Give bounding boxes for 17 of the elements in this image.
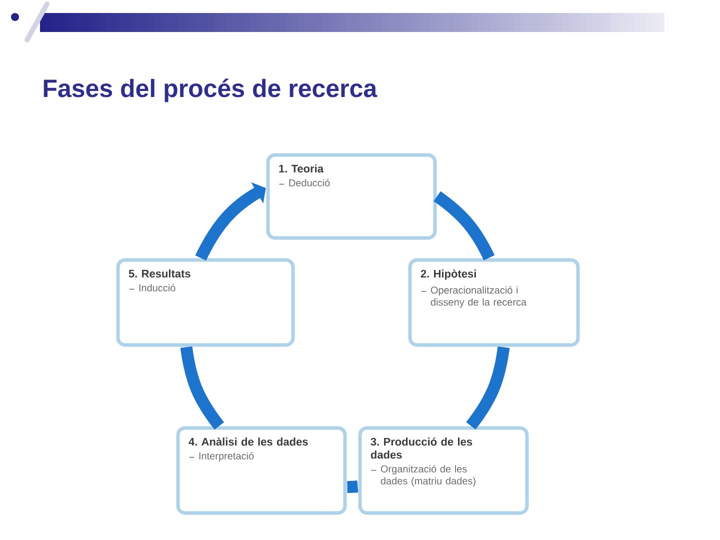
phase-note: Inducció xyxy=(139,284,176,292)
phase-note: Interpretació xyxy=(199,452,254,462)
phase-heading: 2. Hipòtesi xyxy=(420,269,476,280)
phase-heading: 5. Resultats xyxy=(128,269,190,278)
cycle-arrow xyxy=(195,182,266,261)
phase-heading: 4. Anàlisi de les dades xyxy=(188,437,308,446)
phase-box xyxy=(408,258,580,347)
phase-note: Operacionalització i disseny de la recerca xyxy=(430,286,527,308)
phase-box xyxy=(176,426,347,515)
slide-title: Fases del procés de recerca xyxy=(44,78,378,102)
phase-box xyxy=(116,258,295,347)
phase-note: Organització de les dades (matriu dades) xyxy=(380,465,476,486)
phase-note: Deducció xyxy=(289,178,330,186)
phase-box xyxy=(266,153,437,240)
phase-heading: 1. Teoria xyxy=(279,164,324,173)
phase-box xyxy=(358,426,529,515)
phase-heading: 3. Producció de les dades xyxy=(370,437,472,459)
